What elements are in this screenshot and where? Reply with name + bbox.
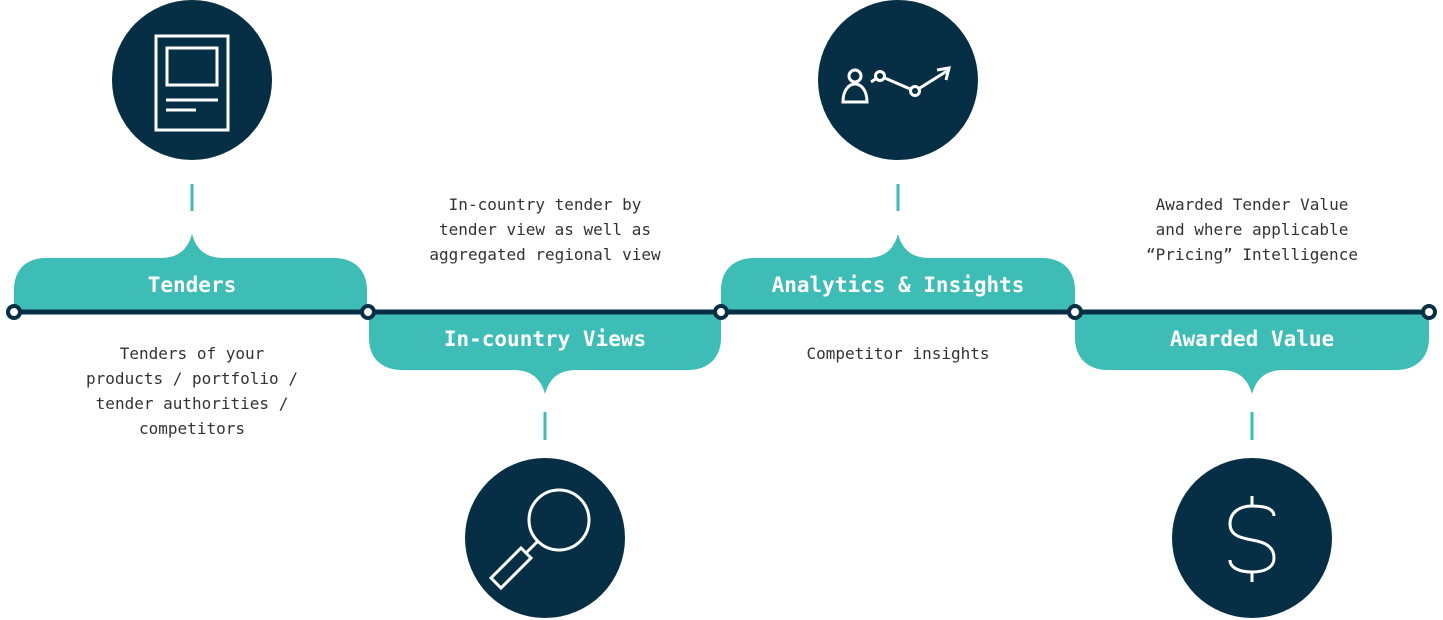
description-line: In-country tender by bbox=[448, 195, 642, 214]
awarded-value-tab bbox=[1075, 312, 1429, 394]
description-line: Competitor insights bbox=[806, 344, 990, 363]
timeline-node-4 bbox=[1067, 304, 1083, 320]
description-line: products / portfolio / bbox=[86, 369, 298, 388]
timeline-node-1 bbox=[6, 304, 22, 320]
magnifier-icon bbox=[465, 458, 625, 618]
timeline-node-2 bbox=[360, 304, 376, 320]
stage-description-in-country-views: In-country tender by tender view as well… bbox=[385, 192, 705, 267]
stage-title-awarded-value: Awarded Value bbox=[1169, 327, 1335, 351]
description-line: Awarded Tender Value bbox=[1155, 195, 1349, 214]
analytics-trend-icon bbox=[818, 0, 978, 160]
analytics-insights-tab bbox=[721, 234, 1075, 312]
timeline-node-3 bbox=[713, 304, 729, 320]
description-line: tender view as well as bbox=[439, 220, 651, 239]
dollar-icon bbox=[1172, 458, 1332, 618]
stage-title-in-country-views: In-country Views bbox=[443, 327, 647, 351]
description-line: “Pricing” Intelligence bbox=[1146, 245, 1358, 264]
timeline-node-5 bbox=[1421, 304, 1437, 320]
description-line: and where applicable bbox=[1155, 220, 1349, 239]
description-line: competitors bbox=[139, 419, 245, 438]
stage-description-awarded-value: Awarded Tender Value and where applicabl… bbox=[1092, 192, 1412, 267]
tenders-tab bbox=[14, 234, 367, 312]
stage-description-analytics-insights: Competitor insights bbox=[738, 341, 1058, 366]
document-icon bbox=[112, 0, 272, 160]
stage-description-tenders: Tenders of your products / portfolio / t… bbox=[32, 341, 352, 441]
description-line: aggregated regional view bbox=[429, 245, 661, 264]
stage-title-analytics-insights: Analytics & Insights bbox=[771, 273, 1025, 297]
stage-title-tenders: Tenders bbox=[147, 273, 237, 297]
description-line: tender authorities / bbox=[95, 394, 289, 413]
in-country-views-tab bbox=[369, 312, 721, 394]
description-line: Tenders of your bbox=[119, 344, 265, 363]
